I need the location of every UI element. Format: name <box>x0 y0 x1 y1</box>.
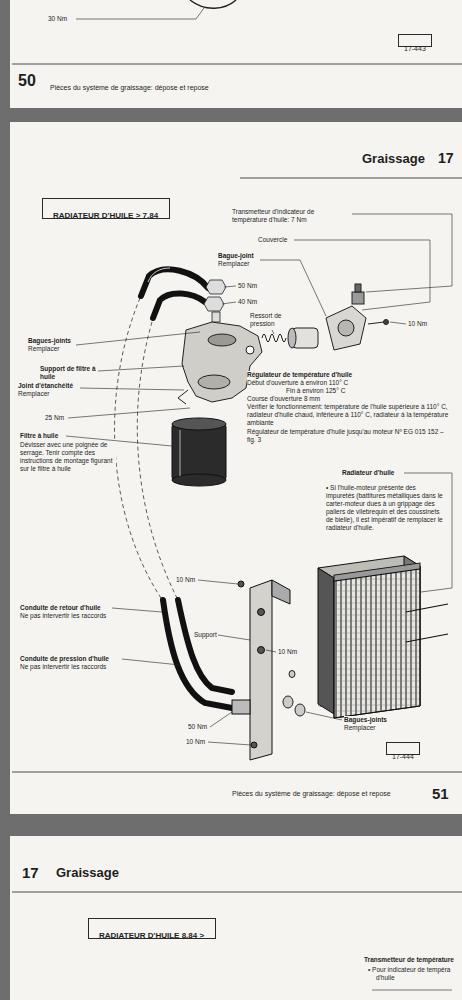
page-number: 51 <box>432 785 449 802</box>
leader-line <box>66 214 452 745</box>
part-label: • Si l'huile-moteur présente des impuret… <box>326 484 444 532</box>
box-text: 17-443 <box>404 45 426 52</box>
part-label: Support de filtre à huile <box>40 365 96 381</box>
part-label: Radiateur d'huile <box>342 469 394 477</box>
part-label: Régulateur de température d'huile jusqu'… <box>247 428 452 444</box>
section-title: Graissage <box>56 866 119 881</box>
torque-value: 10 Nm <box>408 320 427 328</box>
figure-number-box: 17-444 <box>386 742 420 755</box>
part-label: Couvercle <box>258 236 287 244</box>
part-label: Ressort de pression <box>250 312 292 328</box>
page-rules <box>12 0 462 990</box>
part-label: Remplacer <box>28 345 59 353</box>
page <box>10 0 462 108</box>
torque-value: 50 Nm <box>238 282 257 290</box>
part-label: Transmetteur de température <box>364 956 454 964</box>
hose-route <box>115 298 177 598</box>
page-number: 17 <box>22 864 39 881</box>
oil-cooler <box>318 556 448 718</box>
torque-value: Transmetteur d'indicateur de température… <box>232 208 350 224</box>
oil-filter <box>172 418 226 486</box>
chapter-number: 17 <box>438 150 454 166</box>
part-label: Vérifier le fonctionnement: température … <box>247 403 452 427</box>
part-label: Bague-joint <box>218 252 254 260</box>
support-bracket <box>232 580 290 760</box>
part-label: Bagues-joints <box>344 716 387 724</box>
hose-fitting <box>204 280 226 322</box>
torque-value: 30 Nm <box>48 15 67 23</box>
filter-bracket <box>178 322 262 404</box>
section-title: Graissage <box>362 152 425 167</box>
page <box>10 122 462 814</box>
torque-value: 50 Nm <box>188 723 207 731</box>
part-label: Course d'ouverture 8 mm <box>247 395 320 403</box>
part-label: d'huile <box>376 974 395 982</box>
oil-thermostat <box>288 328 318 348</box>
part-label: Remplacer <box>344 724 375 732</box>
torque-value: 10 Nm <box>278 648 297 656</box>
part-label: Bagues-joints <box>28 337 71 345</box>
part-label: Filtre à huile <box>20 432 58 440</box>
part-label: Début d'ouverture à environ 110° C <box>247 379 348 387</box>
box-text: RADIATEUR D'HUILE 8.84 > <box>99 931 204 940</box>
figure-number-box: 17-443 <box>398 34 432 47</box>
part-label: Remplacer <box>18 390 49 398</box>
page-footer: Pièces du système de graissage: dépose e… <box>232 790 391 798</box>
part-label: • Pour indicateur de tempéra <box>368 966 451 974</box>
page-footer: Pièces du système de graissage: dépose e… <box>50 84 209 92</box>
page-number: 50 <box>18 72 36 90</box>
box-text: RADIATEUR D'HUILE > 7.84 <box>53 211 158 220</box>
part-label: Dévisser avec une poignée de serrage. Te… <box>20 441 116 473</box>
torque-value: 40 Nm <box>238 298 257 306</box>
housing-cover <box>326 284 389 350</box>
box-text: 17-444 <box>392 753 414 760</box>
seal-ring <box>283 671 305 717</box>
hose-highlight <box>148 268 170 282</box>
page <box>10 836 462 1000</box>
torque-value: 10 Nm <box>176 576 195 584</box>
part-label: Conduite de retour d'huile <box>20 604 101 612</box>
part-label: Support <box>194 631 217 639</box>
part-label: Joint d'étanchéité <box>18 382 73 390</box>
section-box: RADIATEUR D'HUILE 8.84 > <box>88 918 216 939</box>
part-label: Conduite de pression d'huile <box>20 655 109 663</box>
part-label: Ne pas intervertir les raccords <box>20 612 106 620</box>
part-label: Régulateur de température d'huile <box>247 371 352 379</box>
torque-value: 10 Nm <box>186 738 205 746</box>
part-label: Fin à environ 125° C <box>286 387 345 395</box>
torque-value: 25 Nm <box>45 414 64 422</box>
part-label: Ne pas intervertir les raccords <box>20 663 106 671</box>
part-label: Remplacer <box>218 260 249 268</box>
section-box: RADIATEUR D'HUILE > 7.84 <box>42 198 170 219</box>
pressure-spring <box>262 334 286 342</box>
